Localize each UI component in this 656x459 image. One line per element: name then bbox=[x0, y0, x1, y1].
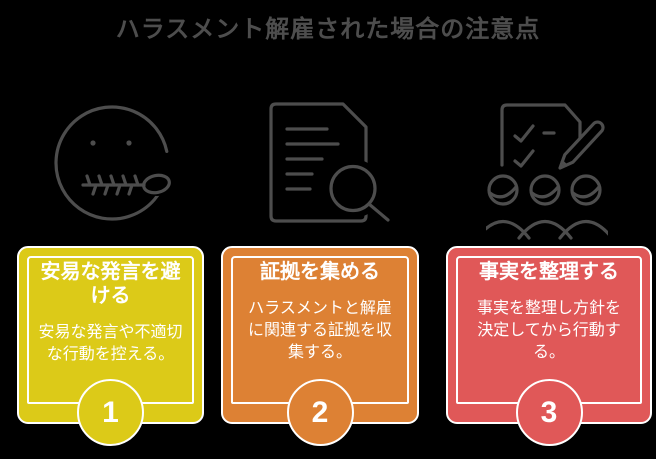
step-3-title: 事実を整理する bbox=[479, 261, 619, 283]
step-3-description: 事実を整理し方針を 決定してから行動す る。 bbox=[476, 300, 621, 362]
step-2-title: 証拠を集める bbox=[260, 261, 380, 283]
step-1-title: 安易な発言を避 ける bbox=[40, 261, 181, 307]
page-title: ハラスメント解雇された場合の注意点 bbox=[115, 16, 541, 43]
step-card-1: 安易な発言を避 ける 安易な発言や不適切 な行動を控える。 1 bbox=[17, 246, 204, 446]
step-2-number-badge: 2 bbox=[286, 379, 354, 446]
step-2-description: ハラスメントと解雇 に関連する証拠を収 集する。 bbox=[247, 300, 392, 362]
zipper-mouth-face-icon bbox=[50, 101, 174, 230]
checklist-people-icon bbox=[475, 100, 614, 245]
step-card-3: 事実を整理する 事実を整理し方針を 決定してから行動す る。 3 bbox=[446, 246, 652, 446]
step-1-number-badge: 1 bbox=[77, 379, 144, 446]
document-magnifier-icon bbox=[266, 100, 392, 231]
step-3-number-badge: 3 bbox=[515, 379, 583, 446]
step-card-2: 証拠を集める ハラスメントと解雇 に関連する証拠を収 集する。 2 bbox=[221, 246, 419, 446]
step-1-description: 安易な発言や不適切 な行動を控える。 bbox=[38, 324, 183, 364]
